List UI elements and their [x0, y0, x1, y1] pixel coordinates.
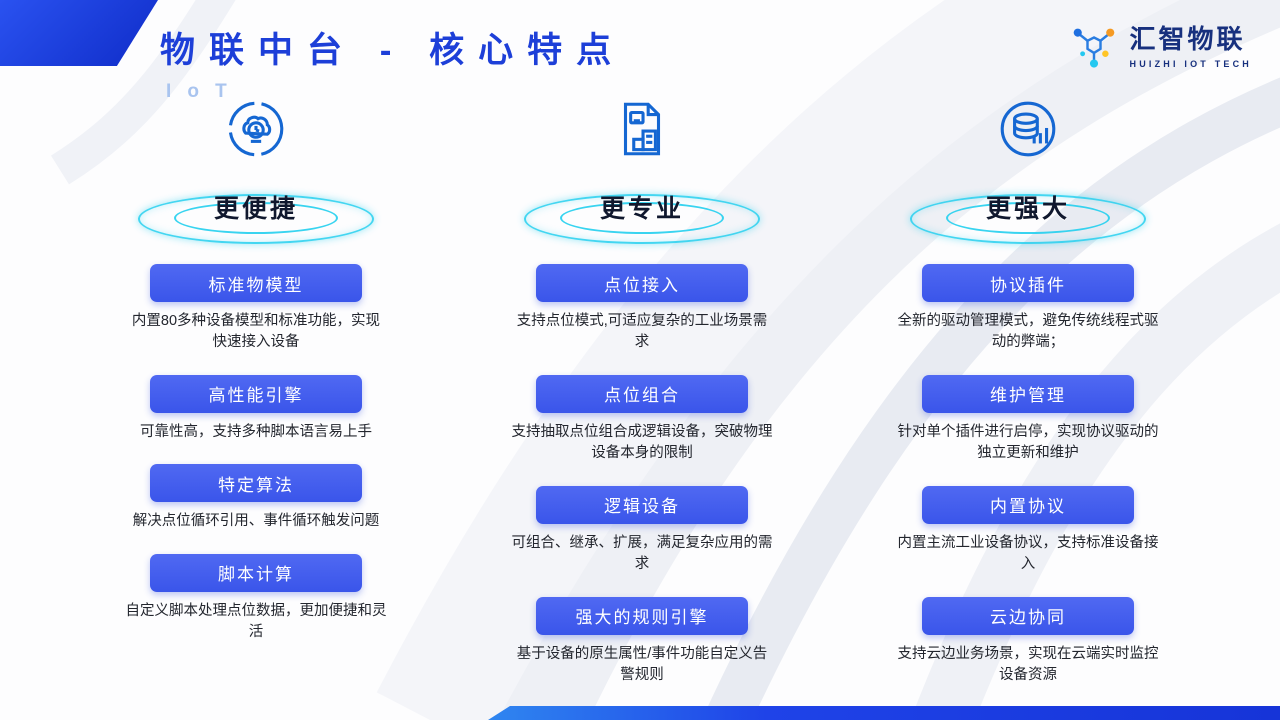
- feature-column-convenient: 更便捷 标准物模型 内置80多种设备模型和标准功能，实现快速接入设备 高性能引擎…: [122, 96, 390, 708]
- feature-desc: 自定义脚本处理点位数据，更加便捷和灵活: [125, 602, 387, 641]
- page-title: 物联中台 - 核心特点: [160, 31, 626, 70]
- feature-item: 逻辑设备 可组合、继承、扩展，满足复杂应用的需求: [511, 485, 773, 576]
- feature-pill: 维护管理: [922, 374, 1134, 413]
- feature-desc: 针对单个插件进行启停，实现协议驱动的独立更新和维护: [897, 423, 1159, 462]
- feature-item: 脚本计算 自定义脚本处理点位数据，更加便捷和灵活: [125, 553, 387, 644]
- brain-chip-icon: [223, 96, 289, 162]
- feature-columns: 更便捷 标准物模型 内置80多种设备模型和标准功能，实现快速接入设备 高性能引擎…: [0, 96, 1280, 708]
- logo-tagline: HUIZHI IOT TECH: [1129, 59, 1252, 69]
- feature-item: 内置协议 内置主流工业设备协议，支持标准设备接入: [897, 485, 1159, 576]
- logo-text: 汇智物联 HUIZHI IOT TECH: [1130, 19, 1253, 69]
- feature-desc: 可靠性高，支持多种脚本语言易上手: [140, 423, 372, 440]
- feature-pill: 特定算法: [150, 464, 362, 503]
- column-header: 更专业: [512, 168, 772, 246]
- feature-column-professional: 更专业 点位接入 支持点位模式,可适应复杂的工业场景需求 点位组合 支持抽取点位…: [508, 96, 776, 708]
- column-header: 更便捷: [126, 168, 386, 246]
- feature-pill: 标准物模型: [150, 264, 362, 302]
- feature-column-powerful: 更强大 协议插件 全新的驱动管理模式，避免传统线程式驱动的弊端； 维护管理 针对…: [894, 96, 1162, 708]
- feature-item: 云边协同 支持云边业务场景，实现在云端实时监控设备资源: [897, 596, 1159, 687]
- document-report-icon: [609, 96, 675, 162]
- logo-molecule-icon: [1073, 28, 1114, 68]
- feature-item: 特定算法 解决点位循环引用、事件循环触发问题: [125, 464, 387, 532]
- database-chart-icon: [995, 96, 1061, 162]
- feature-desc: 基于设备的原生属性/事件功能自定义告警规则: [516, 645, 768, 684]
- feature-item: 协议插件 全新的驱动管理模式，避免传统线程式驱动的弊端；: [897, 264, 1159, 354]
- corner-accent-shape: [0, 0, 158, 66]
- feature-pill: 高性能引擎: [150, 374, 362, 413]
- feature-desc: 支持抽取点位组合成逻辑设备，突破物理设备本身的限制: [511, 423, 773, 462]
- feature-item: 点位接入 支持点位模式,可适应复杂的工业场景需求: [511, 264, 773, 354]
- feature-desc: 可组合、继承、扩展，满足复杂应用的需求: [511, 534, 773, 573]
- feature-pill: 点位组合: [536, 374, 748, 413]
- feature-pill: 内置协议: [922, 485, 1134, 524]
- feature-desc: 全新的驱动管理模式，避免传统线程式驱动的弊端；: [897, 313, 1159, 351]
- header: 物联中台 - 核心特点 IoT: [160, 22, 625, 103]
- column-title: 更专业: [599, 195, 684, 223]
- feature-desc: 支持云边业务场景，实现在云端实时监控设备资源: [897, 645, 1159, 684]
- feature-item: 强大的规则引擎 基于设备的原生属性/事件功能自定义告警规则: [511, 596, 773, 687]
- feature-pill: 协议插件: [922, 264, 1134, 302]
- feature-desc: 内置80多种设备模型和标准功能，实现快速接入设备: [131, 313, 381, 351]
- feature-item: 点位组合 支持抽取点位组合成逻辑设备，突破物理设备本身的限制: [511, 374, 773, 465]
- company-logo: 汇智物联 HUIZHI IOT TECH: [1068, 18, 1253, 70]
- column-title: 更强大: [985, 195, 1070, 223]
- feature-desc: 解决点位循环引用、事件循环触发问题: [132, 513, 380, 530]
- feature-pill: 强大的规则引擎: [536, 596, 748, 635]
- feature-pill: 云边协同: [922, 596, 1134, 635]
- feature-item: 标准物模型 内置80多种设备模型和标准功能，实现快速接入设备: [125, 264, 387, 354]
- feature-item: 高性能引擎 可靠性高，支持多种脚本语言易上手: [125, 374, 387, 443]
- feature-pill: 逻辑设备: [536, 485, 748, 524]
- page-subtitle: IoT: [166, 81, 243, 102]
- logo-name: 汇智物联: [1129, 24, 1246, 54]
- feature-pill: 点位接入: [536, 264, 748, 302]
- feature-desc: 支持点位模式,可适应复杂的工业场景需求: [516, 313, 768, 351]
- bottom-accent-bar: [488, 706, 1280, 720]
- column-title: 更便捷: [213, 195, 298, 223]
- feature-pill: 脚本计算: [150, 553, 362, 592]
- column-header: 更强大: [898, 168, 1158, 246]
- feature-desc: 内置主流工业设备协议，支持标准设备接入: [897, 534, 1159, 573]
- feature-item: 维护管理 针对单个插件进行启停，实现协议驱动的独立更新和维护: [897, 374, 1159, 465]
